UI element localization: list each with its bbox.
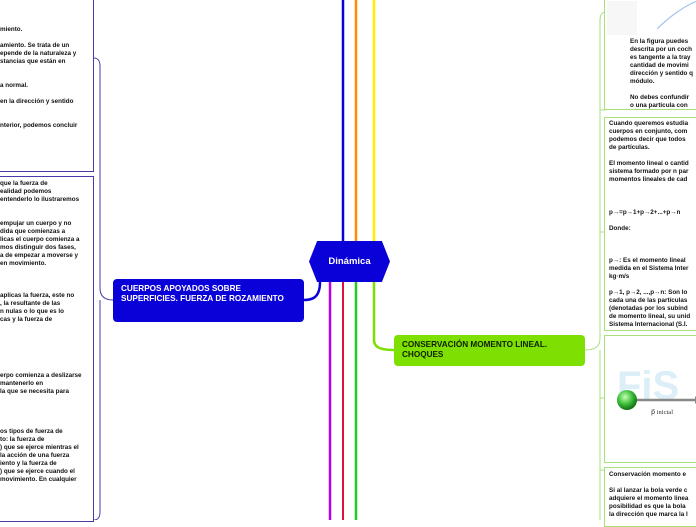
right-note-figure — [604, 0, 696, 110]
momentum-caption: p⃗ inicial — [651, 409, 673, 416]
left-note-6: que la fuerza de ealidad podemos entende… — [0, 180, 80, 203]
right-note-system — [604, 117, 696, 331]
left-note-2: amiento. Se trata de un epende de la nat… — [0, 42, 77, 65]
connector-to-left-topic — [303, 281, 322, 302]
right-note-definitions: p→: Es el momento lineal medida en el Si… — [609, 257, 691, 328]
trajectory-figure-icon — [607, 1, 637, 35]
left-note-10: os tipos de fuerza de to: la fuerza de )… — [0, 428, 79, 483]
left-note-box-2 — [0, 176, 94, 522]
left-note-9: erpo comienza a deslizarse mantenerlo en… — [0, 372, 82, 395]
left-note-8: aplicas la fuerza, este no , la resultan… — [0, 292, 75, 323]
right-note-formula: p→=p→1+p→2+...+p→n — [609, 209, 681, 216]
momentum-arrow-icon — [617, 390, 696, 410]
left-note-1: miento. — [0, 26, 23, 33]
bracket-left — [93, 57, 114, 520]
central-topic-dinamica[interactable]: Dinámica — [309, 241, 390, 282]
topic-cuerpos-apoyados[interactable]: CUERPOS APOYADOS SOBRE SUPERFICIES. FUER… — [113, 279, 304, 322]
left-note-box-1 — [0, 0, 94, 172]
bracket-right — [584, 11, 607, 520]
left-note-3: a normal. — [0, 82, 28, 89]
right-note-system-text: Cuando queremos estudia cuerpos en conju… — [609, 120, 689, 183]
right-note-image: FiS p⃗ inicial — [604, 335, 696, 463]
topic-conservacion-momento[interactable]: CONSERVACIÓN MOMENTO LINEAL. CHOQUES — [394, 335, 585, 366]
left-note-5: nterior, podemos concluir — [0, 122, 78, 129]
curve-icon — [657, 0, 696, 30]
left-note-4: en la dirección y sentido — [0, 98, 74, 105]
right-note-figure-text: En la figura puedes descrita por un coch… — [630, 38, 693, 109]
right-note-donde: Donde: — [609, 225, 631, 232]
left-note-7: empujar un cuerpo y no dida que comienza… — [0, 220, 80, 267]
connector-to-right-topic — [372, 282, 395, 352]
right-note-conservation-text: Conservación momento e Si al lanzar la b… — [609, 471, 689, 518]
